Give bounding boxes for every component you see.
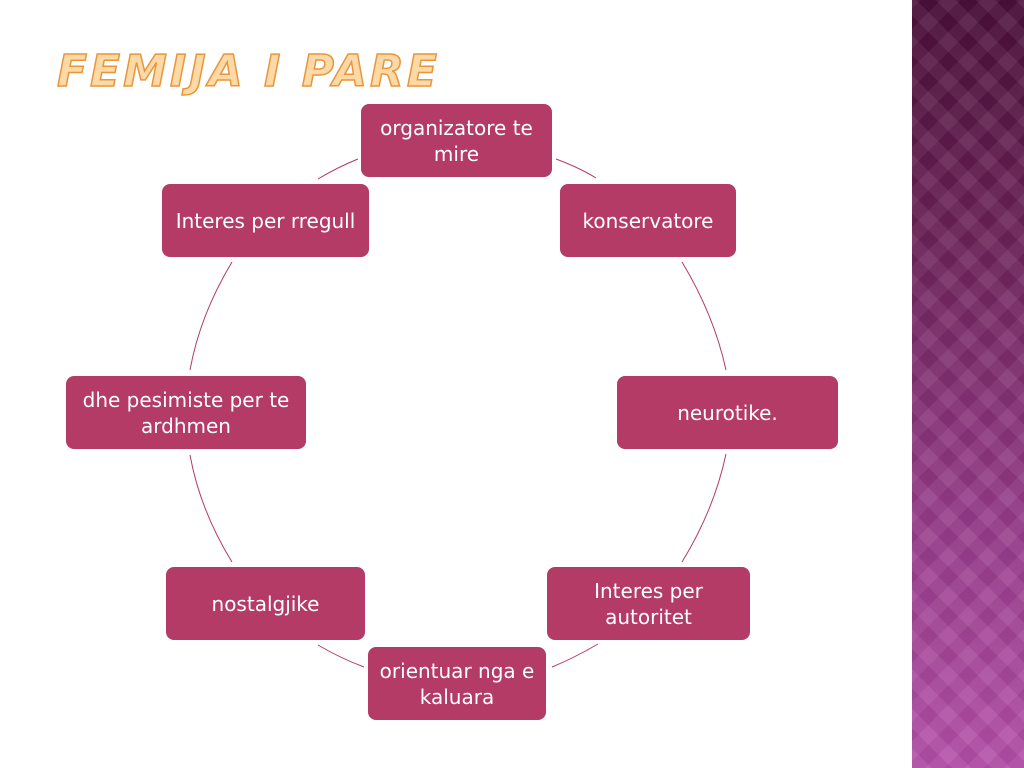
decorative-side-band [912,0,1024,768]
cycle-node-nostalgjike: nostalgjike [166,567,365,640]
connector-arc [681,261,727,371]
connector-arc [681,453,727,563]
connector-arc [551,643,599,668]
cycle-node-pesimiste: dhe pesimiste per te ardhmen [66,376,306,449]
cycle-node-neurotike: neurotike. [617,376,838,449]
cycle-connectors [189,158,727,668]
cycle-node-orientuar-nga-e-kaluara: orientuar nga e kaluara [368,647,546,720]
cycle-node-interes-per-rregull: Interes per rregull [162,184,369,257]
slide-title: Femija i pare [56,46,440,97]
cycle-node-konservatore: konservatore [560,184,736,257]
cycle-node-interes-per-autoritet: Interes per autoritet [547,567,750,640]
connector-arc [555,158,597,179]
connector-arc [189,454,233,563]
connector-arc [317,644,365,668]
connector-arc [317,158,359,180]
connector-arc [189,261,233,371]
cycle-node-organizatore: organizatore te mire [361,104,552,177]
